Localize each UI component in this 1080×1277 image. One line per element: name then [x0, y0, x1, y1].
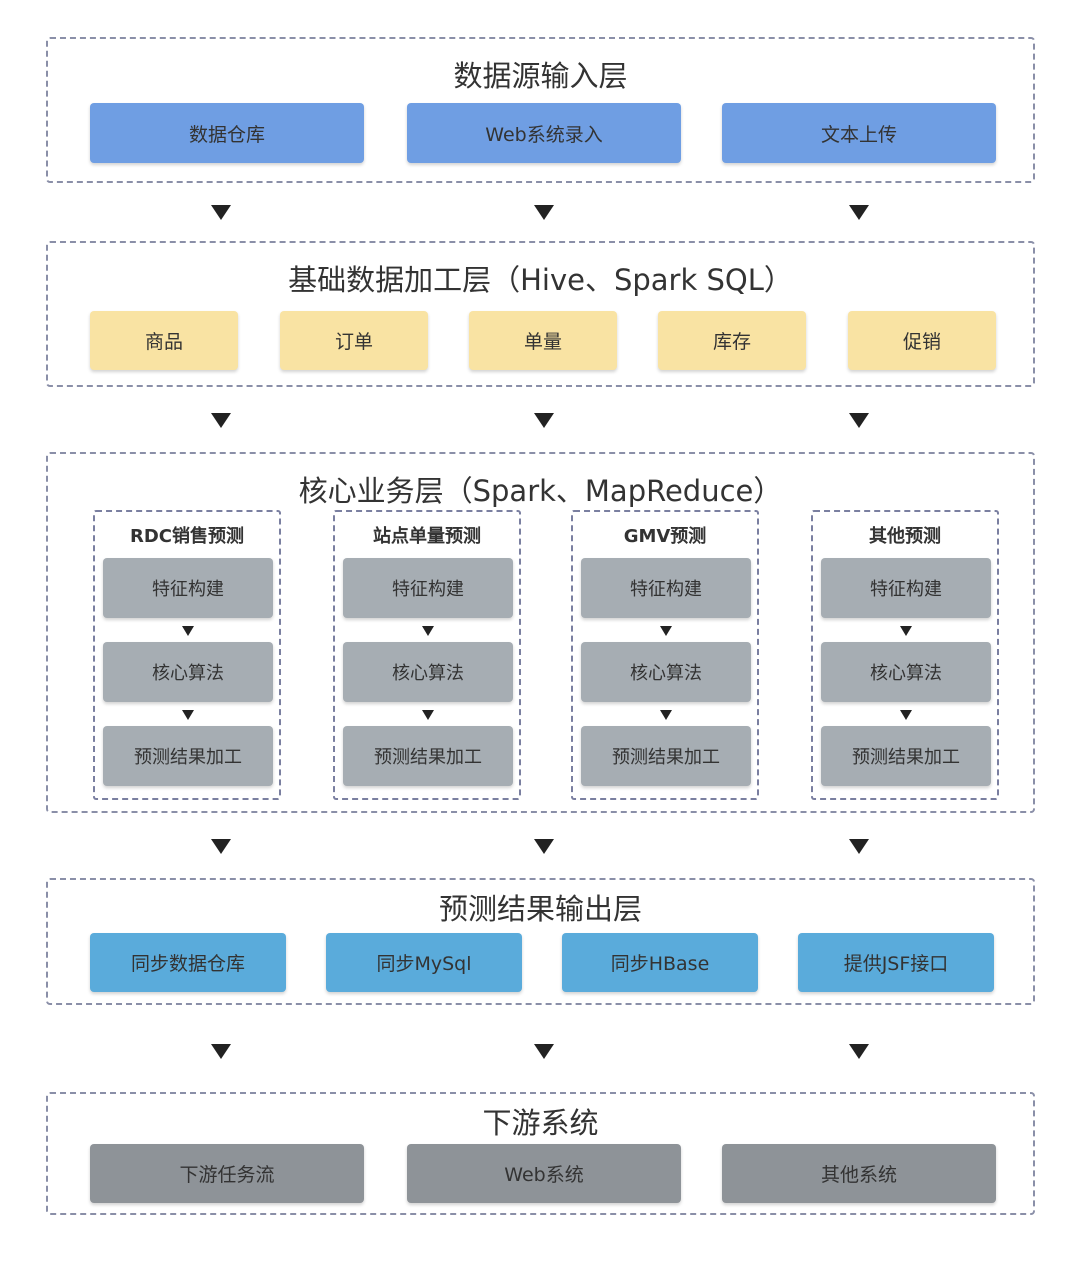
down-arrow-icon: [534, 205, 554, 220]
base-item-order: 订单: [280, 311, 428, 370]
core-layer-title: 核心业务层（Spark、MapReduce）: [298, 474, 783, 508]
core-group-title: RDC销售预测: [129, 526, 244, 547]
step-result-processing: 预测结果加工: [103, 726, 273, 786]
small-down-arrow-icon: [900, 626, 912, 636]
step-core-algorithm: 核心算法: [581, 642, 751, 702]
step-core-algorithm: 核心算法: [343, 642, 513, 702]
step-result-processing: 预测结果加工: [343, 726, 513, 786]
core-group-other: 其他预测 特征构建 核心算法 预测结果加工: [811, 510, 999, 800]
downstream-item-task-flow: 下游任务流: [90, 1144, 364, 1203]
down-arrow-icon: [211, 205, 231, 220]
down-arrow-icon: [849, 1044, 869, 1059]
core-group-title: GMV预测: [623, 526, 707, 547]
output-item-sync-mysql: 同步MySql: [326, 933, 522, 992]
input-item-web-entry: Web系统录入: [407, 103, 681, 163]
core-group-gmv: GMV预测 特征构建 核心算法 预测结果加工: [571, 510, 759, 800]
core-group-title: 站点单量预测: [373, 526, 481, 547]
core-group-rdc-sales: RDC销售预测 特征构建 核心算法 预测结果加工: [93, 510, 281, 800]
step-core-algorithm: 核心算法: [103, 642, 273, 702]
input-layer: 数据源输入层: [46, 37, 1035, 183]
downstream-item-other-system: 其他系统: [722, 1144, 996, 1203]
small-down-arrow-icon: [900, 710, 912, 720]
core-group-site-volume: 站点单量预测 特征构建 核心算法 预测结果加工: [333, 510, 521, 800]
output-item-sync-warehouse: 同步数据仓库: [90, 933, 286, 992]
input-item-data-warehouse: 数据仓库: [90, 103, 364, 163]
base-item-volume: 单量: [469, 311, 617, 370]
input-item-text-upload: 文本上传: [722, 103, 996, 163]
core-group-title: 其他预测: [869, 526, 941, 547]
step-feature-build: 特征构建: [103, 558, 273, 618]
downstream-layer: 下游系统: [46, 1092, 1035, 1215]
output-layer: 预测结果输出层: [46, 878, 1035, 1005]
down-arrow-icon: [849, 839, 869, 854]
input-layer-title: 数据源输入层: [453, 59, 628, 93]
down-arrow-icon: [211, 1044, 231, 1059]
down-arrow-icon: [849, 413, 869, 428]
step-feature-build: 特征构建: [581, 558, 751, 618]
base-item-product: 商品: [90, 311, 238, 370]
down-arrow-icon: [211, 413, 231, 428]
step-core-algorithm: 核心算法: [821, 642, 991, 702]
down-arrow-icon: [534, 839, 554, 854]
downstream-layer-title: 下游系统: [482, 1106, 599, 1140]
small-down-arrow-icon: [422, 710, 434, 720]
step-result-processing: 预测结果加工: [581, 726, 751, 786]
down-arrow-icon: [211, 839, 231, 854]
step-result-processing: 预测结果加工: [821, 726, 991, 786]
down-arrow-icon: [534, 1044, 554, 1059]
base-layer-title: 基础数据加工层（Hive、Spark SQL）: [288, 263, 793, 297]
downstream-item-web-system: Web系统: [407, 1144, 681, 1203]
small-down-arrow-icon: [660, 626, 672, 636]
output-item-sync-hbase: 同步HBase: [562, 933, 758, 992]
base-item-promotion: 促销: [848, 311, 996, 370]
step-feature-build: 特征构建: [343, 558, 513, 618]
base-layer: 基础数据加工层（Hive、Spark SQL）: [46, 241, 1035, 387]
base-item-inventory: 库存: [658, 311, 806, 370]
output-item-jsf-interface: 提供JSF接口: [798, 933, 994, 992]
down-arrow-icon: [534, 413, 554, 428]
small-down-arrow-icon: [182, 626, 194, 636]
small-down-arrow-icon: [182, 710, 194, 720]
small-down-arrow-icon: [660, 710, 672, 720]
core-layer: 核心业务层（Spark、MapReduce）: [46, 452, 1035, 813]
small-down-arrow-icon: [422, 626, 434, 636]
down-arrow-icon: [849, 205, 869, 220]
output-layer-title: 预测结果输出层: [438, 892, 642, 926]
step-feature-build: 特征构建: [821, 558, 991, 618]
